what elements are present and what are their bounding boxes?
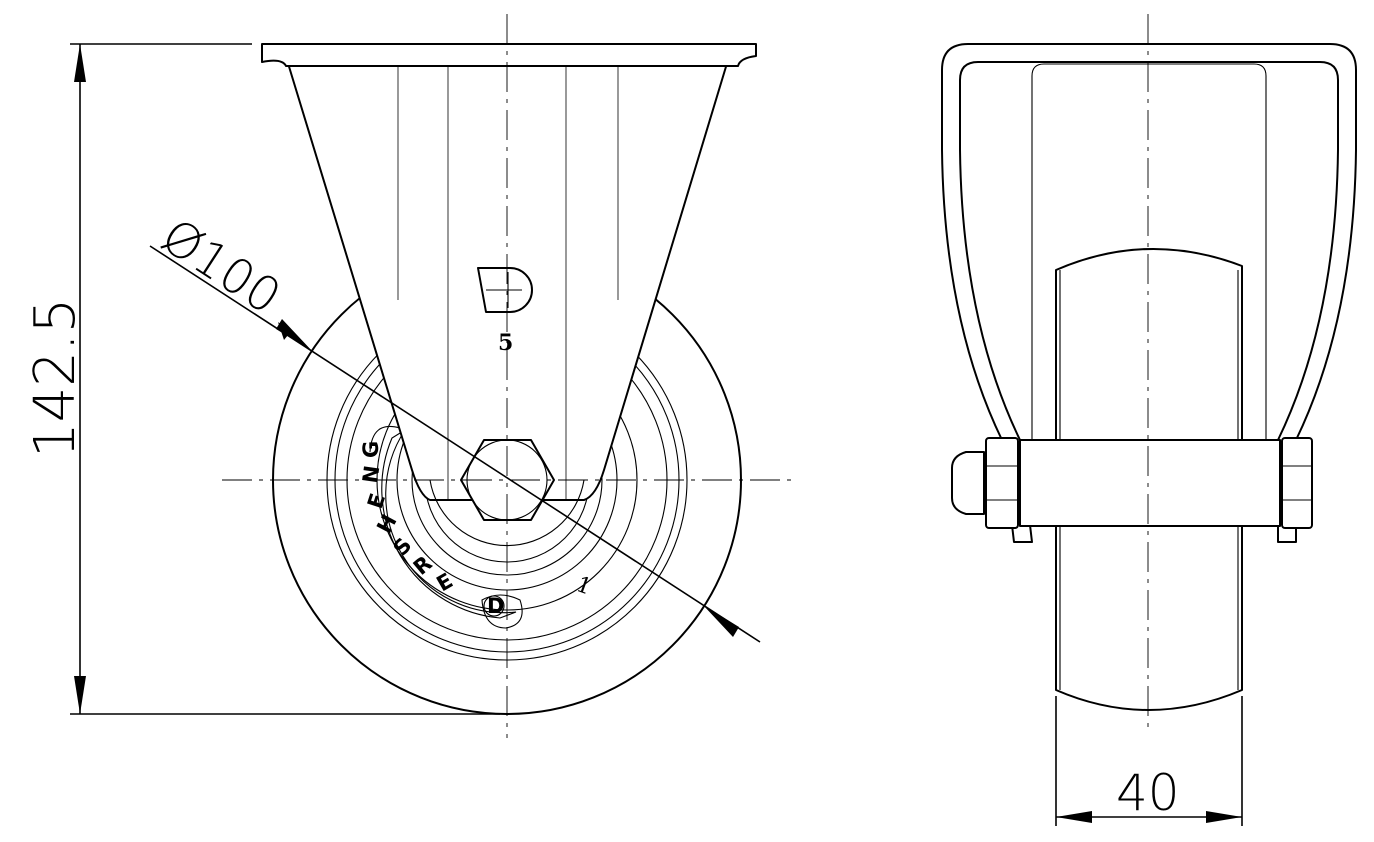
front-view: D G N E H S R E 1 5 <box>222 14 792 738</box>
logo-letter-e2: E <box>363 490 390 511</box>
height-arrow-bottom <box>74 676 86 714</box>
top-plate <box>261 43 757 67</box>
height-label: 142.5 <box>23 298 88 458</box>
diameter-arrow-1b <box>276 319 312 351</box>
width-arrow-right <box>1206 811 1242 823</box>
logo-letter-n: N <box>358 464 384 485</box>
diameter-label: Ø100 <box>151 208 290 325</box>
side-view <box>941 14 1357 730</box>
logo-badge-icon <box>483 595 505 617</box>
brand-mark-icon <box>477 267 533 313</box>
axle-nut <box>460 439 555 521</box>
logo-letter-d: D <box>487 594 504 618</box>
side-right-nut <box>1281 437 1313 529</box>
side-fork-outer <box>941 43 1357 543</box>
logo-letter-g: G <box>359 441 383 458</box>
width-arrow-left <box>1056 811 1092 823</box>
width-label: 40 <box>1116 764 1180 822</box>
side-axle <box>1019 439 1281 527</box>
diameter-arrow-2 <box>703 605 739 637</box>
side-left-nut <box>985 437 1019 529</box>
width-dimension: 40 <box>1055 696 1243 826</box>
side-fork-inner <box>1031 63 1267 440</box>
diameter-leader <box>149 245 761 643</box>
height-arrow-top <box>74 44 86 82</box>
brand-mark: 5 <box>477 267 533 356</box>
logo-band-cap-bottom <box>481 594 523 629</box>
side-axle-end <box>951 451 985 515</box>
hub-number-lower: 1 <box>573 572 595 600</box>
logo-letter-e1: E <box>433 568 457 596</box>
size-digit: 5 <box>498 330 513 356</box>
height-dimension: 142.5 <box>23 43 500 715</box>
